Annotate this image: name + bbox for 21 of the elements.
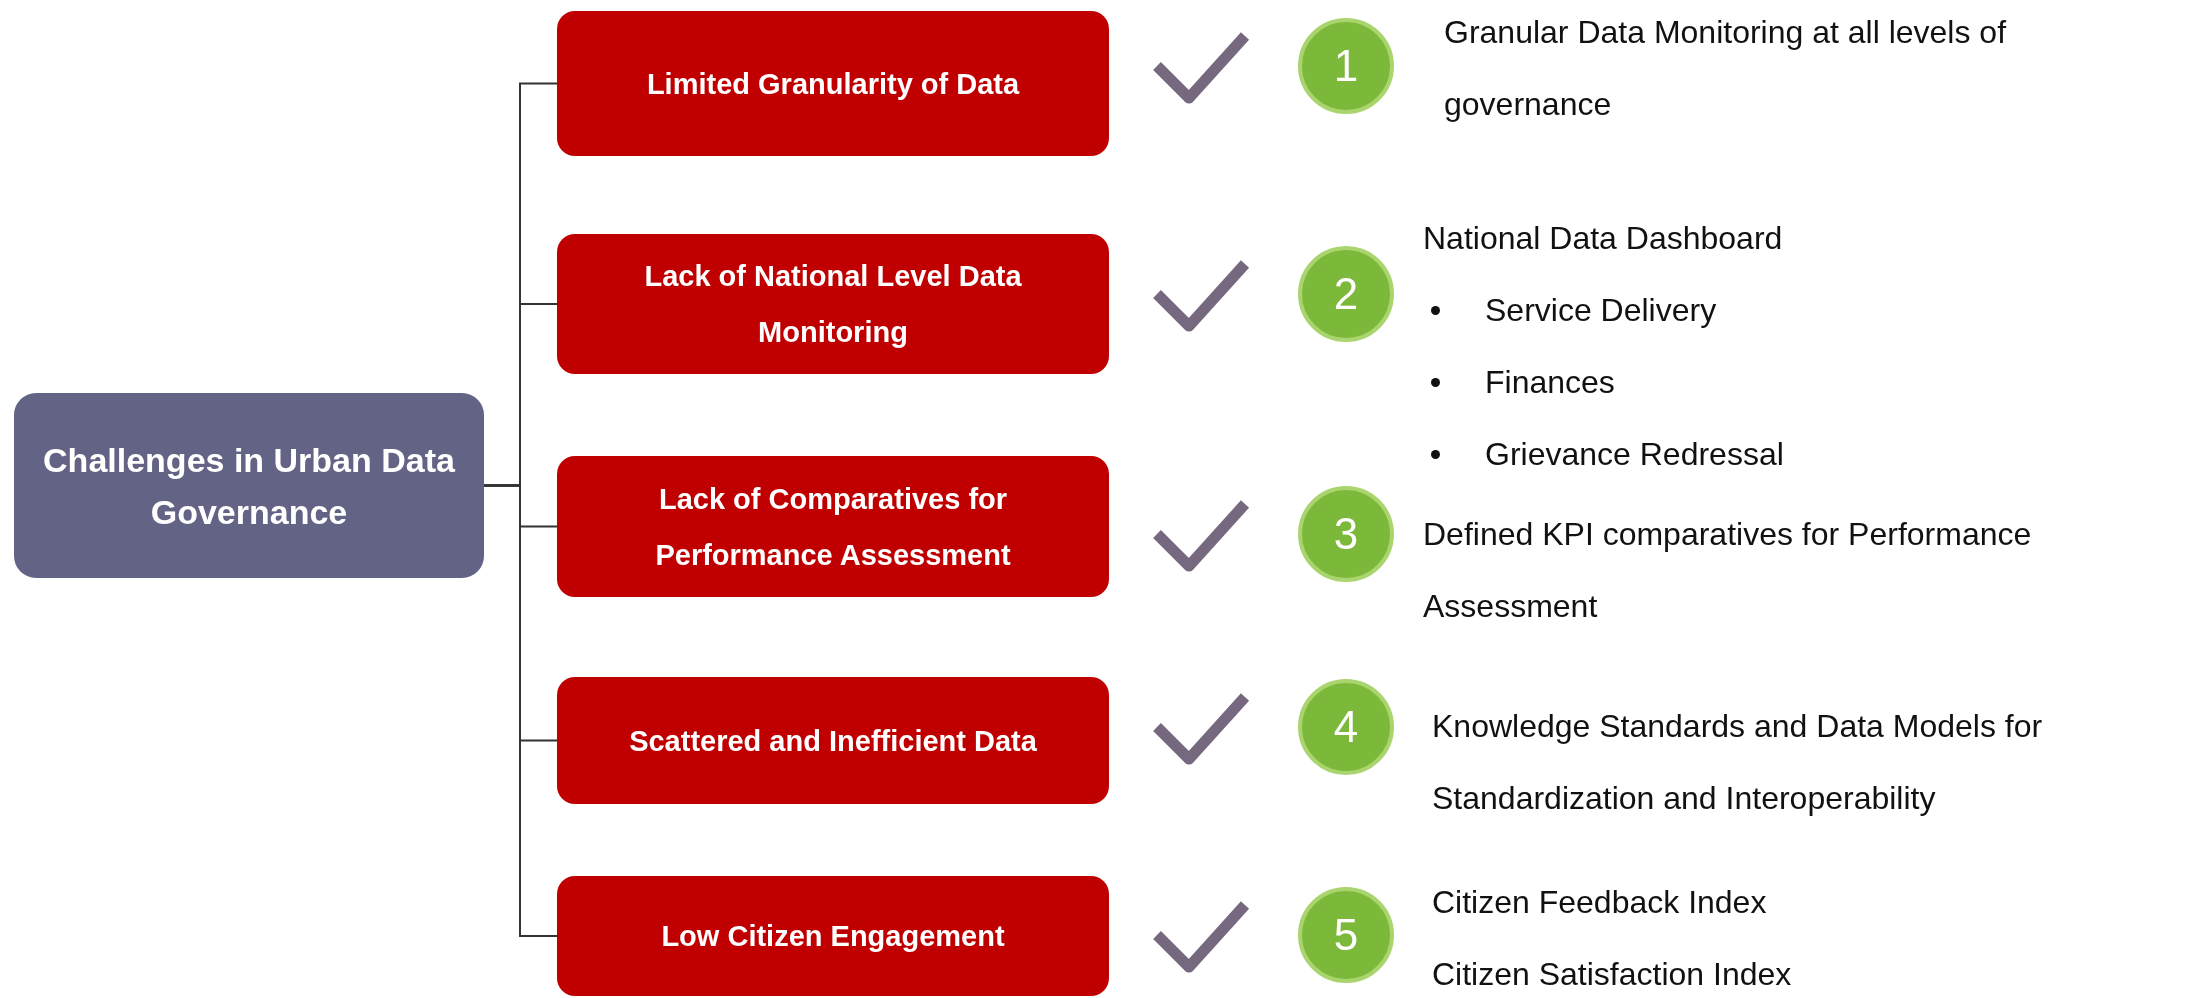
solution-text: Citizen Satisfaction Index <box>1432 955 1792 994</box>
challenge-box: Scattered and Inefficient Data <box>557 677 1109 804</box>
solution-text: Defined KPI comparatives for Performance Assessment <box>1423 515 2033 626</box>
solution-text: Knowledge Standards and Data Models for Standardization and Interoperability <box>1432 707 2044 818</box>
challenge-box: Lack of National Level Data Monitoring <box>557 234 1109 374</box>
challenge-box: Lack of Comparatives for Performance Assessment <box>557 456 1109 597</box>
number-circle: 3 <box>1298 486 1394 582</box>
solution-text: National Data Dashboard <box>1423 219 1784 258</box>
number-circle: 5 <box>1298 887 1394 983</box>
number-circle: 1 <box>1298 18 1394 114</box>
solution-text: Citizen Feedback Index <box>1432 883 1768 922</box>
solution-text: Service Delivery <box>1423 274 1784 346</box>
topic-box: Challenges in Urban Data Governance <box>14 393 484 578</box>
number-circle: 4 <box>1298 679 1394 775</box>
connector-line <box>483 484 558 937</box>
solution-text: Granular Data Monitoring at all levels of governance <box>1444 13 2008 124</box>
challenge-box: Limited Granularity of Data <box>557 11 1109 156</box>
solution-text: Finances <box>1423 346 1784 418</box>
challenge-box: Low Citizen Engagement <box>557 876 1109 996</box>
solution-text: Grievance Redressal <box>1423 418 1784 490</box>
number-circle: 2 <box>1298 246 1394 342</box>
